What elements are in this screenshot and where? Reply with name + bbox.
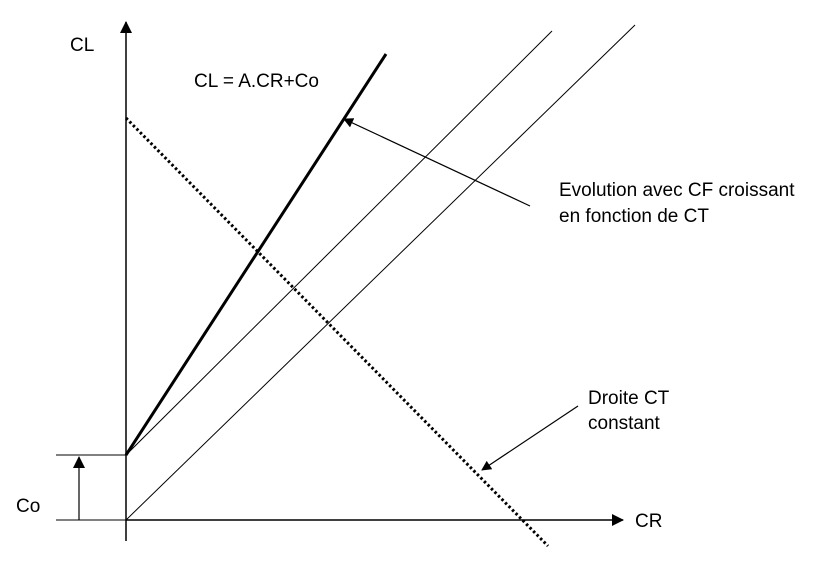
main-line [124, 53, 388, 456]
ct-label-line1: Droite CT [588, 388, 670, 409]
y-axis-label: CL [70, 35, 94, 56]
main-equation-label: CL = A.CR+Co [194, 71, 319, 92]
ct-constant-line [124, 116, 550, 548]
evolution-label-line2: en fonction de CT [559, 206, 709, 227]
thin-line-1 [125, 30, 553, 456]
ct-arrow [481, 405, 579, 471]
evolution-arrow [343, 118, 531, 207]
x-axis-label: CR [635, 511, 662, 532]
ct-label-line2: constant [588, 413, 661, 434]
co-label: Co [16, 496, 40, 517]
evolution-label-line1: Evolution avec CF croissant [559, 180, 795, 201]
thin-line-2 [125, 24, 636, 521]
